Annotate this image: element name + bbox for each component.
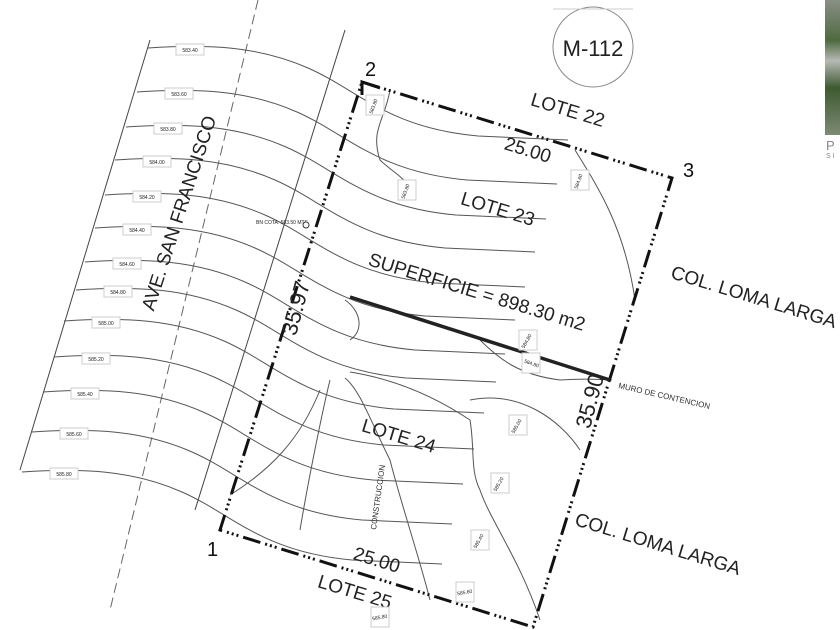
plan-id: M-112 (563, 36, 624, 61)
inner-contour-label: 585.80 (372, 614, 388, 623)
contour-line (136, 89, 558, 185)
contour-label-box (49, 467, 79, 480)
contour-label-box (175, 43, 205, 56)
inner-contour-labels: 583.80583.80584.60584.80584.80585.00585.… (365, 94, 590, 628)
area-label: SUPERFICIE = 898.30 m2 (366, 250, 588, 336)
inner-label-box (570, 169, 590, 191)
inner-label-box (455, 581, 475, 603)
contour-label: 585.60 (66, 432, 82, 438)
inner-label-box (365, 94, 385, 116)
inner-label-box (490, 472, 510, 494)
contour-line (42, 389, 464, 485)
contour-label-box (142, 155, 172, 168)
contour-line (299, 379, 331, 531)
contour-label: 584.80 (110, 290, 126, 296)
contour-line (94, 225, 516, 321)
contour-label: 585.40 (77, 392, 93, 398)
inner-contour-label: 583.80 (369, 98, 380, 115)
contour-label-box (70, 387, 100, 400)
plan-id-badge (552, 6, 634, 88)
contour-line (229, 389, 321, 496)
contour-label-box (153, 122, 183, 135)
contour-line (84, 259, 506, 355)
inner-label-box (397, 179, 417, 201)
contour-label: 585.00 (98, 321, 114, 327)
inner-contour-label: 583.80 (401, 183, 412, 200)
contour-label-box (103, 285, 133, 298)
contour-label-box (132, 190, 162, 203)
corner-1: 1 (207, 539, 218, 561)
contour-line (344, 299, 360, 341)
contour-label: 583.60 (171, 92, 187, 98)
inner-contour-label: 585.60 (457, 589, 473, 598)
side-left-length: 35.97 (277, 278, 315, 338)
contour-label-box (81, 352, 111, 365)
contour-line (21, 469, 443, 565)
street-name: AVE. SAN FRANCISCO (138, 113, 221, 313)
contour-line (53, 354, 475, 450)
contour-label: 584.40 (129, 228, 145, 234)
corner-2: 2 (365, 59, 376, 81)
contour-label-box (112, 257, 142, 270)
contour-line (574, 149, 636, 301)
side-right-length: 35.90 (571, 371, 609, 431)
inner-label-box (370, 606, 390, 628)
contour-line (469, 397, 581, 451)
street-edge-line (19, 39, 151, 471)
contour-line (349, 371, 541, 621)
inner-label-box (508, 414, 528, 436)
contour-label: 583.40 (182, 48, 198, 54)
contour-line (31, 429, 453, 525)
contour-label-box (122, 223, 152, 236)
side-panel-sub: S I (826, 153, 835, 160)
inner-contour-label: 584.60 (574, 173, 585, 190)
lot-boundary (218, 80, 674, 629)
benchmark-marker (302, 221, 310, 229)
contour-label: 585.80 (56, 472, 72, 478)
neighbor-label-upper: COL. LOMA LARGA (668, 263, 839, 333)
contour-label-box (164, 87, 194, 100)
corner-3: 3 (683, 160, 694, 182)
contour-label: 584.20 (139, 195, 155, 201)
contour-line (114, 157, 536, 253)
contour-line (104, 192, 526, 288)
street-edge-line (194, 29, 346, 511)
contour-label-box (59, 427, 89, 440)
construction-label: CONSTRUCCION (369, 464, 387, 530)
retaining-wall (349, 295, 611, 382)
inner-label-box (470, 529, 490, 551)
inner-contour-label: 584.80 (523, 359, 540, 370)
inner-label-box (518, 329, 538, 351)
lot-22-label: LOTE 22 (528, 90, 607, 132)
corner-mark (360, 79, 381, 95)
benchmark-label: BN COTA: 583.50 MTS (256, 220, 309, 226)
photo-thumbnail[interactable] (825, 0, 840, 135)
lot-24-label: LOTE 24 (359, 416, 438, 458)
contour-label: 584.00 (149, 160, 165, 166)
neighbor-label-lower: COL. LOMA LARGA (572, 510, 743, 580)
contour-line (75, 287, 497, 383)
contour-label: 584.60 (119, 262, 135, 268)
contour-line (344, 377, 431, 601)
contour-line (147, 45, 569, 141)
lot-23-label: LOTE 23 (458, 189, 537, 231)
contour-line (63, 318, 485, 414)
contour-line (125, 124, 547, 220)
contour-lines: 583.40 583.60 583.80 584.00 584.20 584.40 584.… (21, 43, 569, 565)
inner-label-box (521, 352, 541, 374)
contour-label-box (91, 316, 121, 329)
side-panel-letter: P (826, 138, 835, 153)
contour-label: 585.20 (88, 357, 104, 363)
contour-label: 583.80 (160, 127, 176, 133)
wall-label: MURO DE CONTENCION (618, 381, 712, 411)
